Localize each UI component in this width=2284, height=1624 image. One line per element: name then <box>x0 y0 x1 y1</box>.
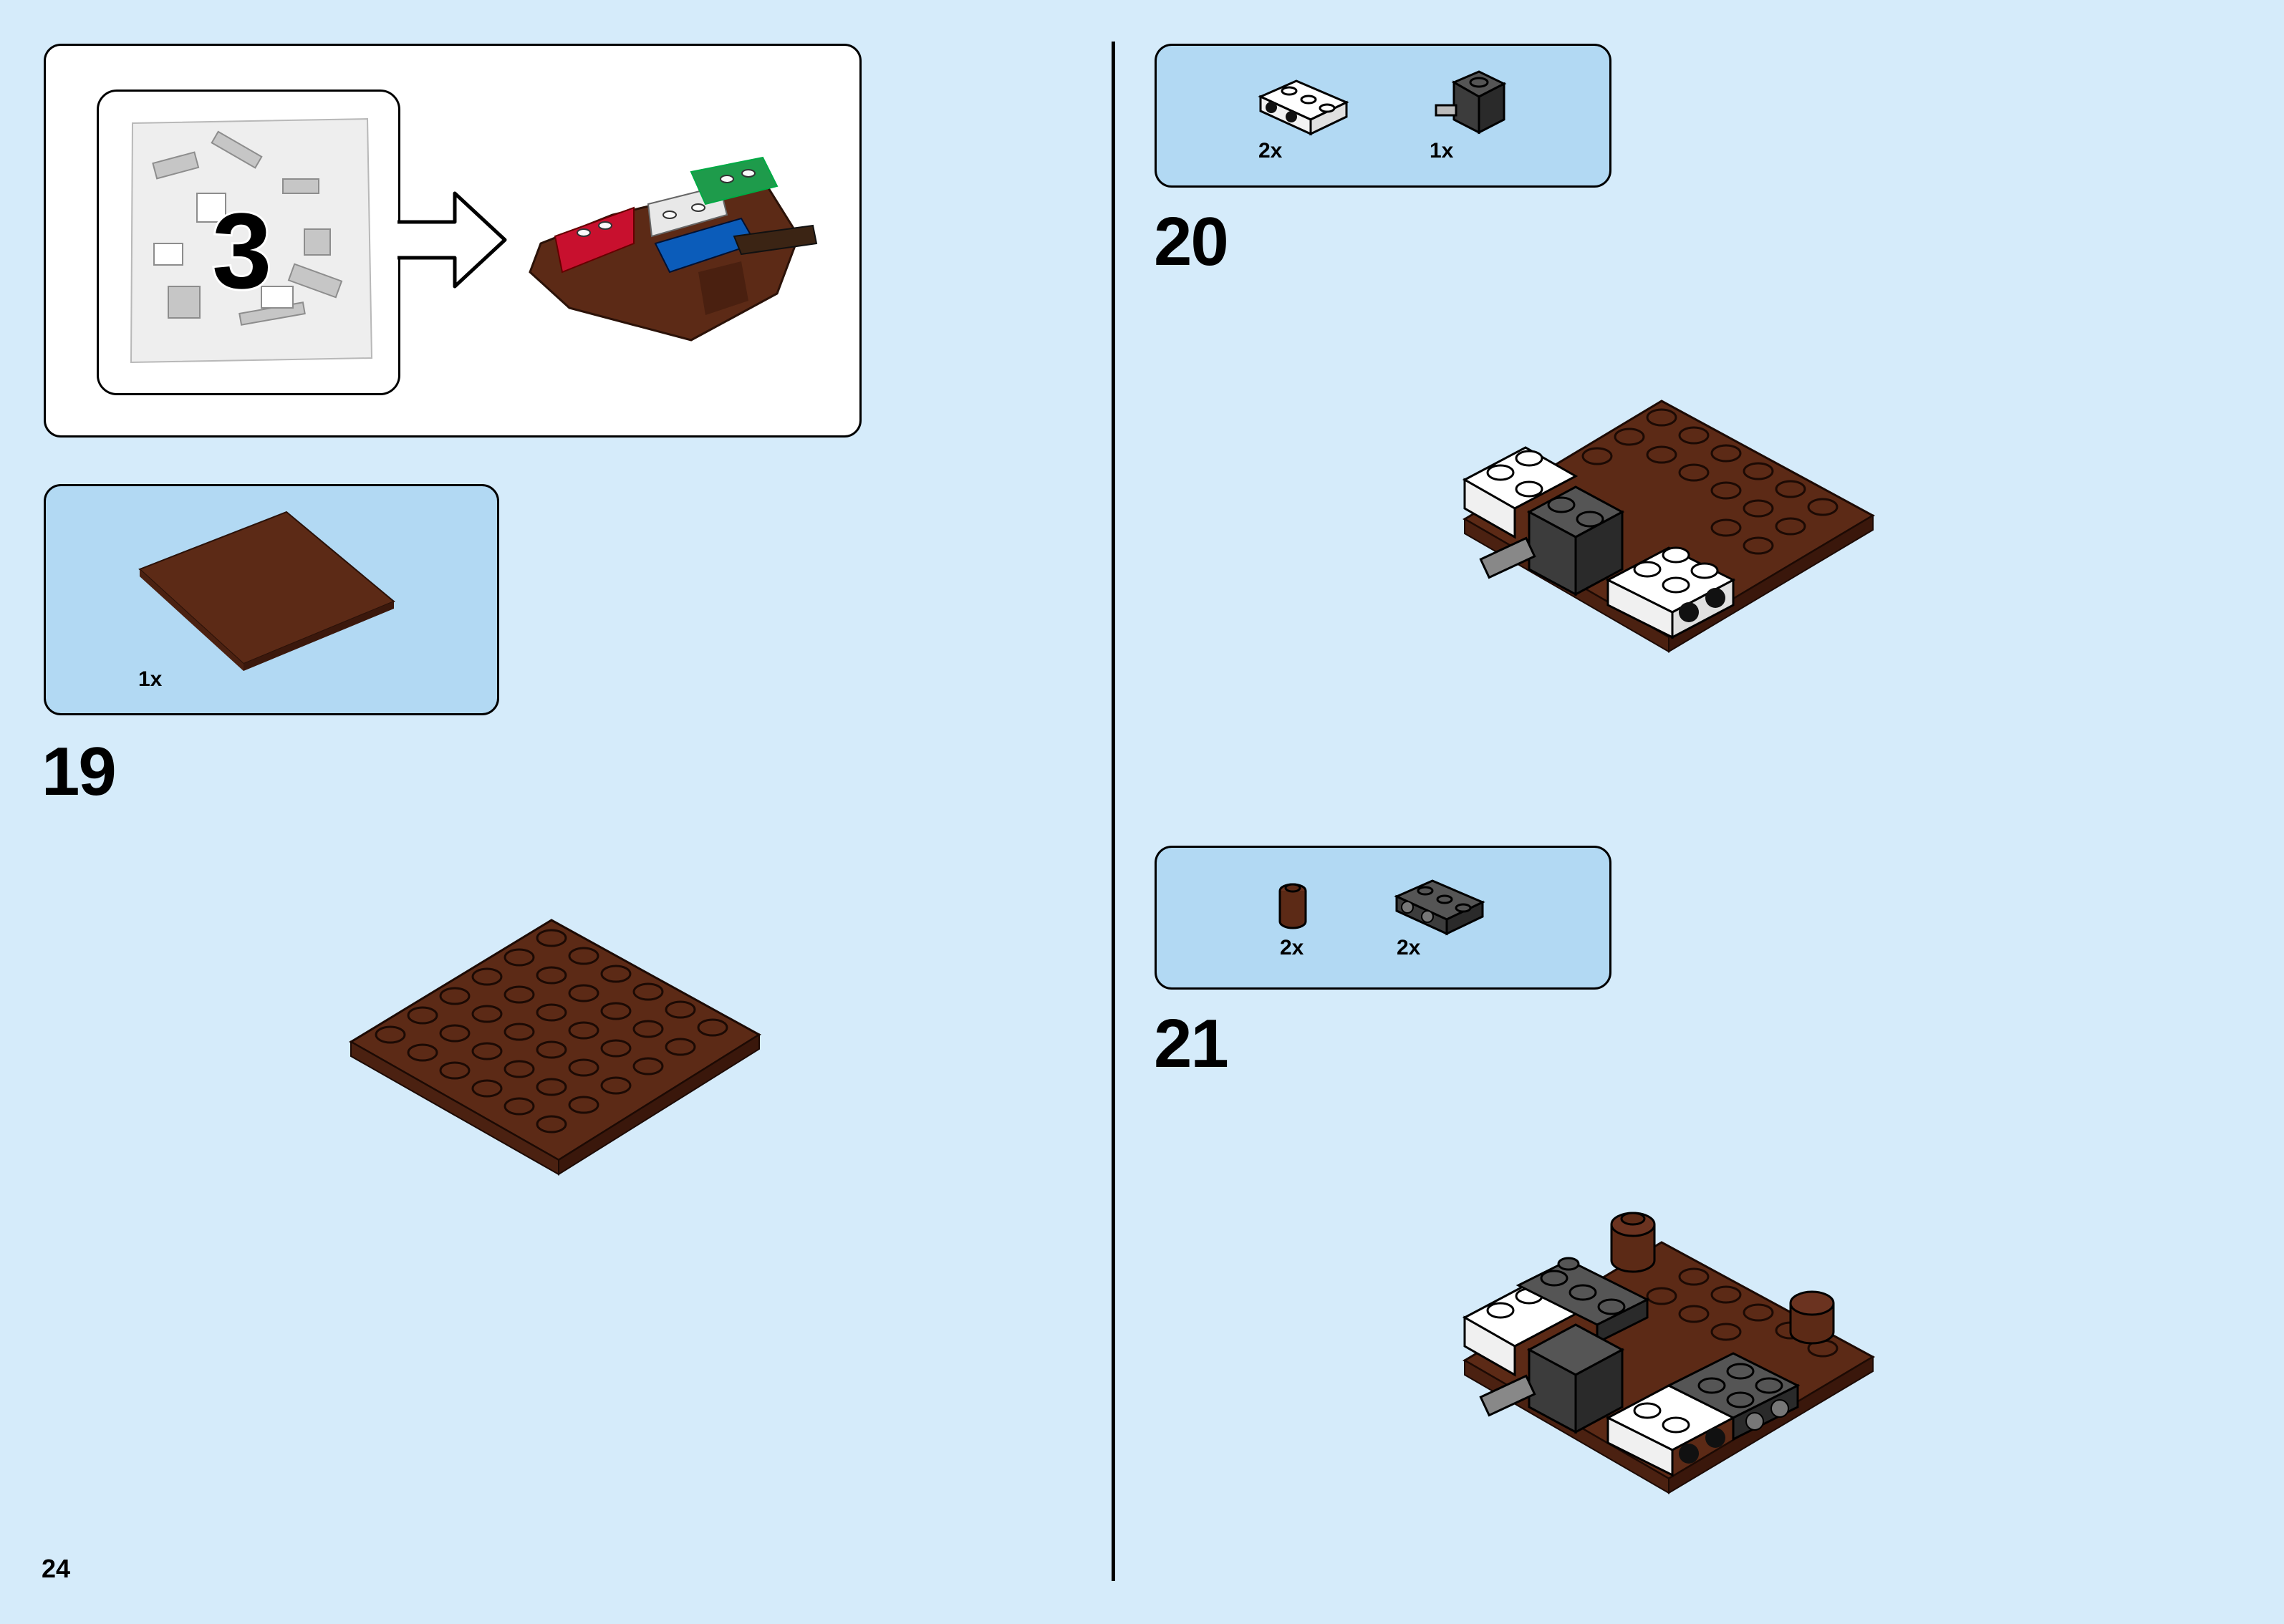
ship-model-preview-image <box>529 156 818 342</box>
arrow-icon <box>397 191 507 289</box>
step-21-assembly-image <box>1462 1212 1876 1494</box>
page-number: 24 <box>42 1554 71 1583</box>
step-19-part-qty: 1x <box>138 667 163 691</box>
dark-gray-1x2-plate-with-side-studs-icon <box>1394 879 1485 936</box>
brown-round-brick-icon <box>1278 883 1307 929</box>
parts-bag-icon <box>130 117 373 364</box>
step-21-parts-callout <box>1155 846 1611 990</box>
step-19-assembly-image <box>349 919 761 1176</box>
brown-6x6-plate-icon <box>138 511 395 671</box>
step-20-part-2-qty: 1x <box>1430 139 1454 163</box>
step-21-number: 21 <box>1154 1005 1229 1082</box>
step-19-number: 19 <box>42 733 117 810</box>
step-20-parts-callout <box>1155 44 1611 188</box>
bag-number: 3 <box>210 190 274 311</box>
step-20-assembly-image <box>1462 400 1876 653</box>
white-1x2-plate-with-side-studs-icon <box>1258 79 1349 136</box>
step-21-part-2-qty: 2x <box>1397 936 1421 960</box>
dark-gray-brick-with-pin-icon <box>1435 70 1507 135</box>
page-column-divider <box>1112 42 1115 1581</box>
step-21-part-1-qty: 2x <box>1280 936 1304 960</box>
step-20-number: 20 <box>1154 203 1229 280</box>
step-20-part-1-qty: 2x <box>1258 139 1283 163</box>
